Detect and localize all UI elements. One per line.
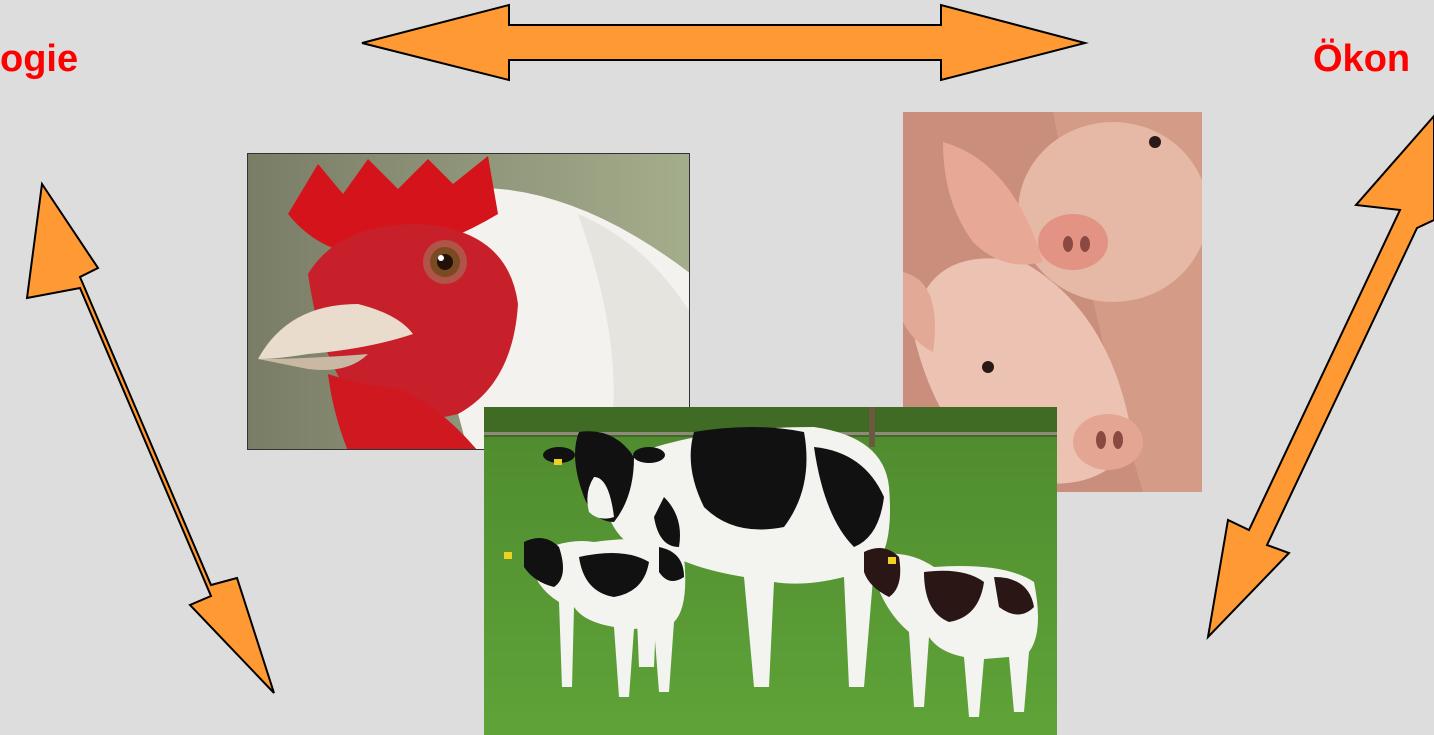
- double-arrow-horizontal-icon: [362, 5, 1085, 80]
- double-arrow-right-diagonal-icon: [1208, 116, 1434, 637]
- double-arrow-left-diagonal-icon: [27, 184, 274, 693]
